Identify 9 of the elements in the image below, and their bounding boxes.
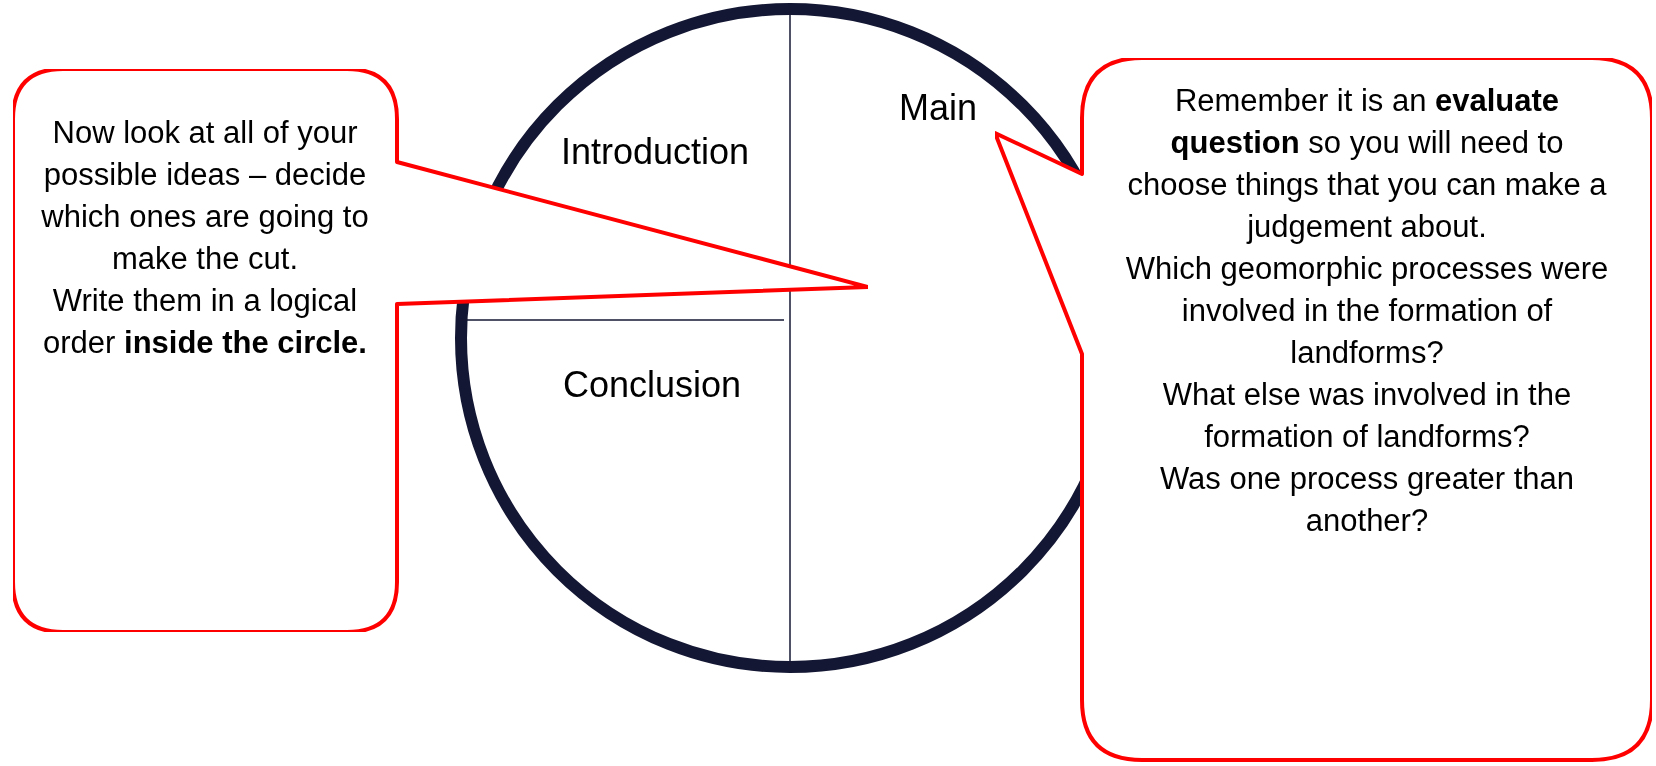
section-label: Conclusion [562, 367, 742, 403]
callout-text: Was one process greater than another? [1158, 460, 1576, 540]
callout-text: Write them in a logical order inside the circle. [42, 282, 368, 362]
callout-text: Now look at all of your possible ideas – decide which ones are going to make the cut. [40, 114, 370, 278]
section-label: Main [899, 90, 977, 126]
callout-text: Which geomorphic processes were involved in the formation of landforms? [1124, 250, 1610, 372]
section-label: Introduction [560, 134, 750, 170]
callout-text: What else was involved in the formation of landforms? [1161, 376, 1573, 456]
callout-text: Remember it is an evaluate question so you will need to choose things that you can make a judgement about. [1126, 82, 1608, 246]
